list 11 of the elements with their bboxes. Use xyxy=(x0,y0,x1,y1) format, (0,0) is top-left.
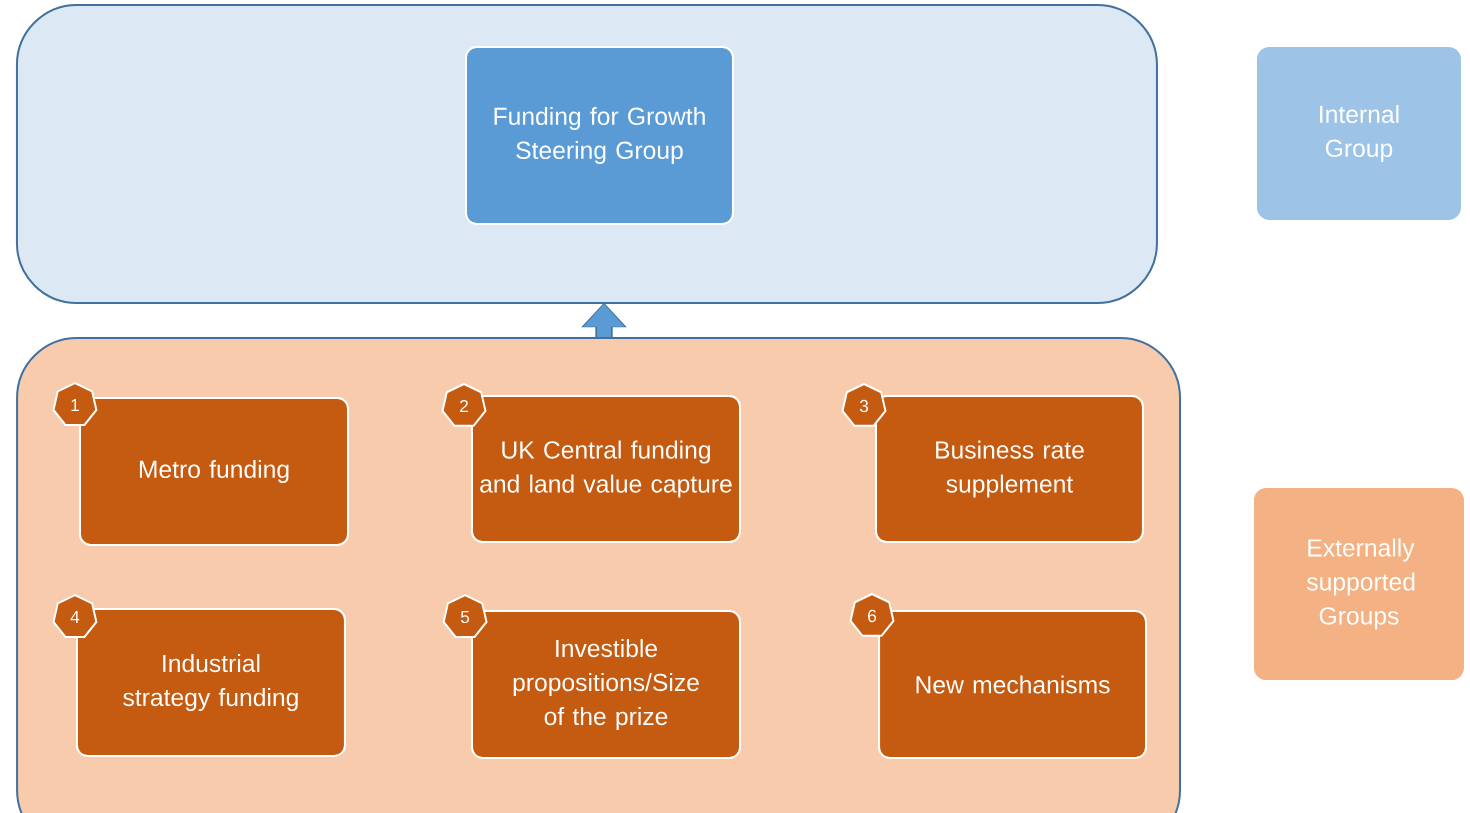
funding-box: Metro funding xyxy=(79,396,349,546)
category-box: Internal Group xyxy=(1254,44,1463,222)
number-badge: 2 xyxy=(441,382,487,427)
category-box: Externally supported Groups xyxy=(1251,485,1466,682)
number-badge: 3 xyxy=(841,382,887,427)
funding-box: Business rate supplement xyxy=(875,395,1144,544)
funding-box: New mechanisms xyxy=(878,610,1147,759)
number-badge: 6 xyxy=(849,592,895,637)
process-box: Funding for Growth Steering Group xyxy=(465,45,734,225)
funding-box: Investible propositions/Size of the prize xyxy=(471,610,741,759)
funding-box: UK Central funding and land value capture xyxy=(471,395,741,544)
